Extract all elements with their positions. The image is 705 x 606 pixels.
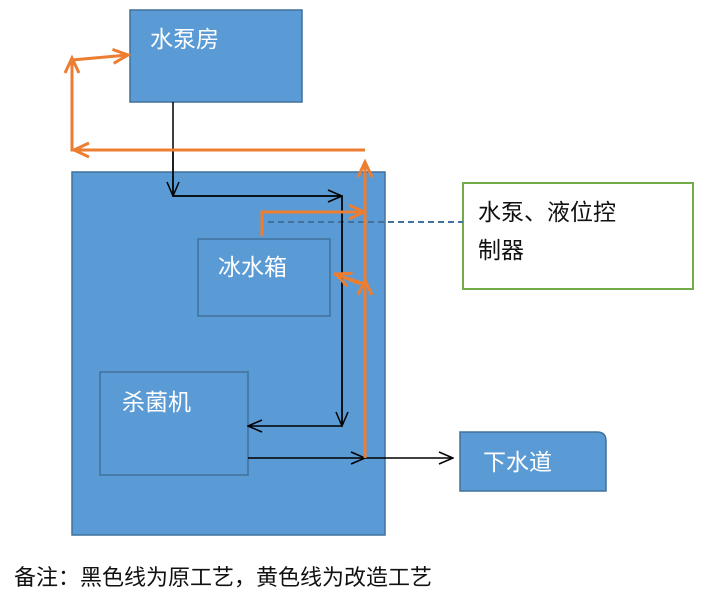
controller-label-line2: 制器 — [478, 238, 524, 264]
sewer-node: 下水道 — [459, 431, 607, 492]
controller-node: 水泵、液位控 制器 — [462, 182, 694, 290]
sterilizer-node: 杀菌机 — [99, 371, 249, 476]
legend-note: 备注：黑色线为原工艺，黄色线为改造工艺 — [14, 566, 433, 591]
sewer-label: 下水道 — [483, 450, 552, 476]
sterilizer-label: 杀菌机 — [122, 390, 191, 416]
main-container-box — [71, 171, 386, 536]
pump-room-node: 水泵房 — [129, 9, 303, 103]
modified-flow-side-arrow — [336, 274, 361, 284]
pump-room-label: 水泵房 — [150, 27, 219, 53]
ice-tank-node: 冰水箱 — [197, 238, 331, 317]
ice-tank-label: 冰水箱 — [218, 255, 287, 281]
controller-label-line1: 水泵、液位控 — [478, 200, 616, 226]
